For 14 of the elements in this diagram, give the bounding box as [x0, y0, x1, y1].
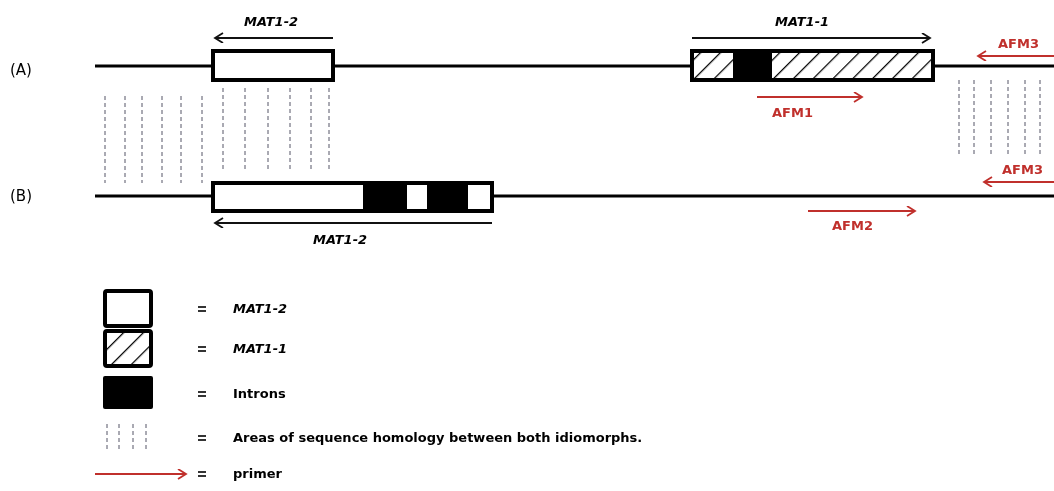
- legend-text: Areas of sequence homology between both idiomorphs.: [233, 430, 643, 446]
- legend-text: primer: [233, 466, 282, 482]
- primer-name: AFM3: [998, 36, 1039, 52]
- legend-text: Introns: [233, 386, 286, 402]
- primer-name: AFM1: [772, 105, 813, 121]
- gene-name: MAT1-2: [244, 14, 299, 30]
- gene-name: MAT1-1: [775, 14, 830, 30]
- primer-name: AFM3: [1002, 162, 1043, 178]
- primer-name: AFM2: [832, 218, 873, 234]
- legend-text: MAT1-1: [233, 341, 288, 357]
- gene-name: MAT1-2: [313, 232, 368, 248]
- row-label: (A): [10, 62, 32, 78]
- legend-text: MAT1-2: [233, 301, 288, 317]
- row-label: (B): [10, 188, 32, 204]
